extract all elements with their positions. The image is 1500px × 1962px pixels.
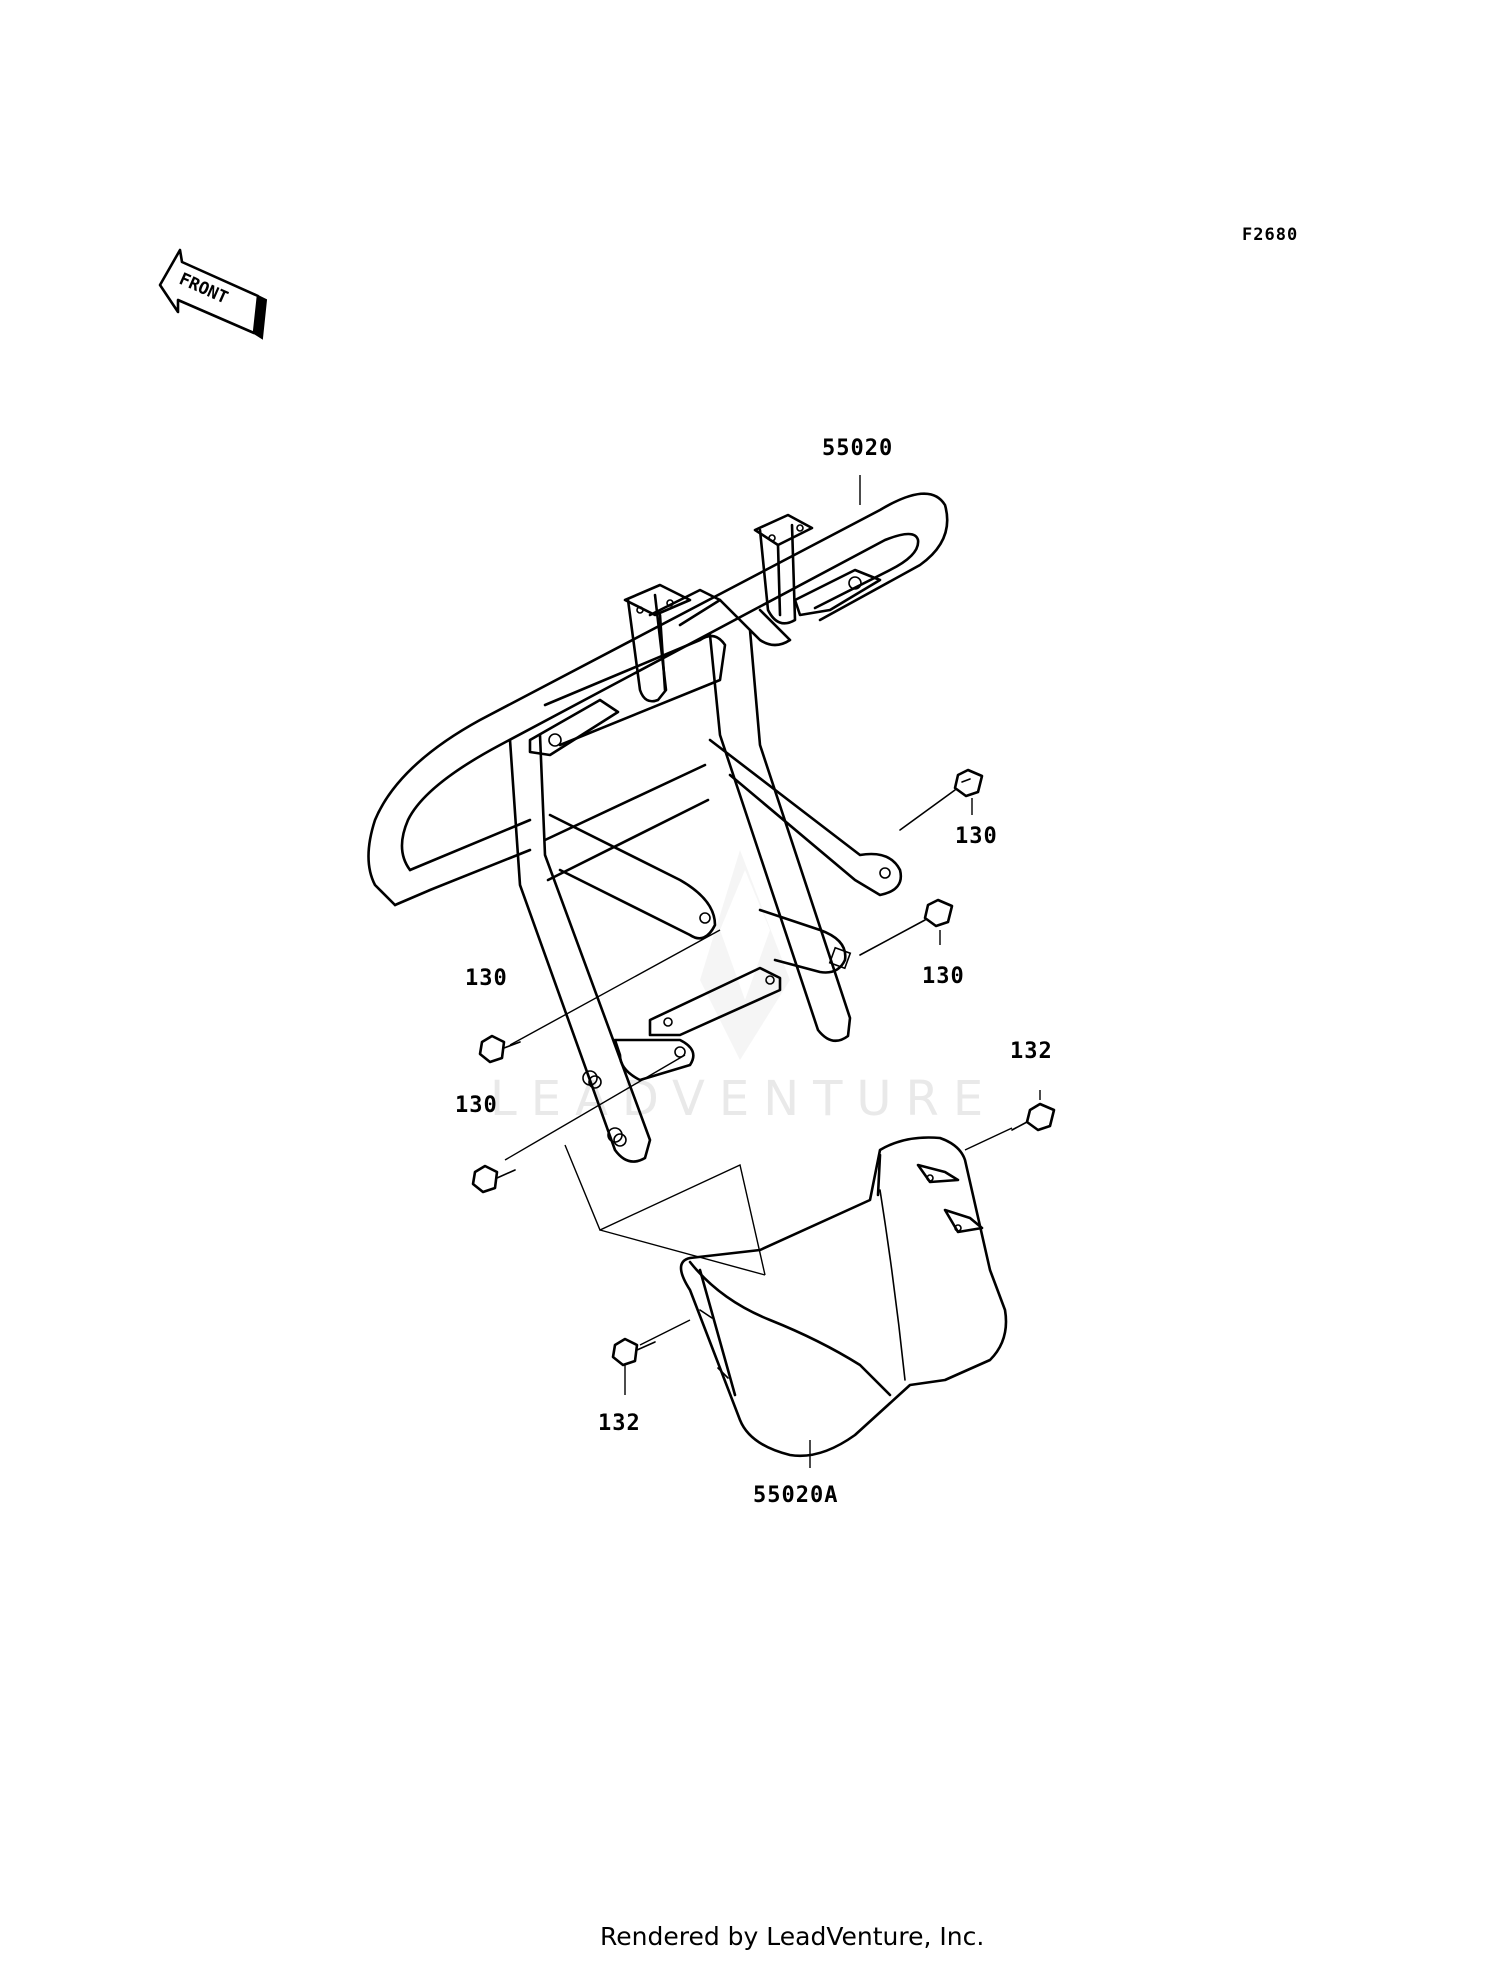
callout-132-right: 132: [1010, 1039, 1053, 1064]
bolt-130-left-upper: [478, 1034, 521, 1064]
leader-lines: [504, 475, 1041, 1468]
callout-130-left-lower: 130: [455, 1093, 498, 1118]
bolt-130-upper-right: [899, 768, 984, 831]
callout-55020: 55020: [822, 436, 893, 461]
callout-55020A: 55020A: [753, 1483, 838, 1508]
bolt-130-mid-right: [859, 898, 954, 956]
callout-130-left-upper: 130: [465, 966, 508, 991]
footer-credit: Rendered by LeadVenture, Inc.: [600, 1922, 984, 1951]
front-guard-55020: [367, 492, 949, 1163]
callout-130-upper-right: 130: [955, 824, 998, 849]
front-arrow-icon: FRONT: [158, 248, 268, 340]
watermark-text: LEADVENTURE: [490, 1071, 997, 1127]
callout-130-mid-right: 130: [922, 964, 965, 989]
bolt-130-left-lower: [471, 1164, 516, 1194]
sheet-code: F2680: [1242, 225, 1298, 245]
bolt-132-left: [611, 1337, 656, 1367]
callout-132-left: 132: [598, 1411, 641, 1436]
bolt-132-right: [1011, 1102, 1056, 1132]
skid-plate-55020A: [679, 1136, 1008, 1458]
watermark-logo: [700, 850, 790, 1060]
